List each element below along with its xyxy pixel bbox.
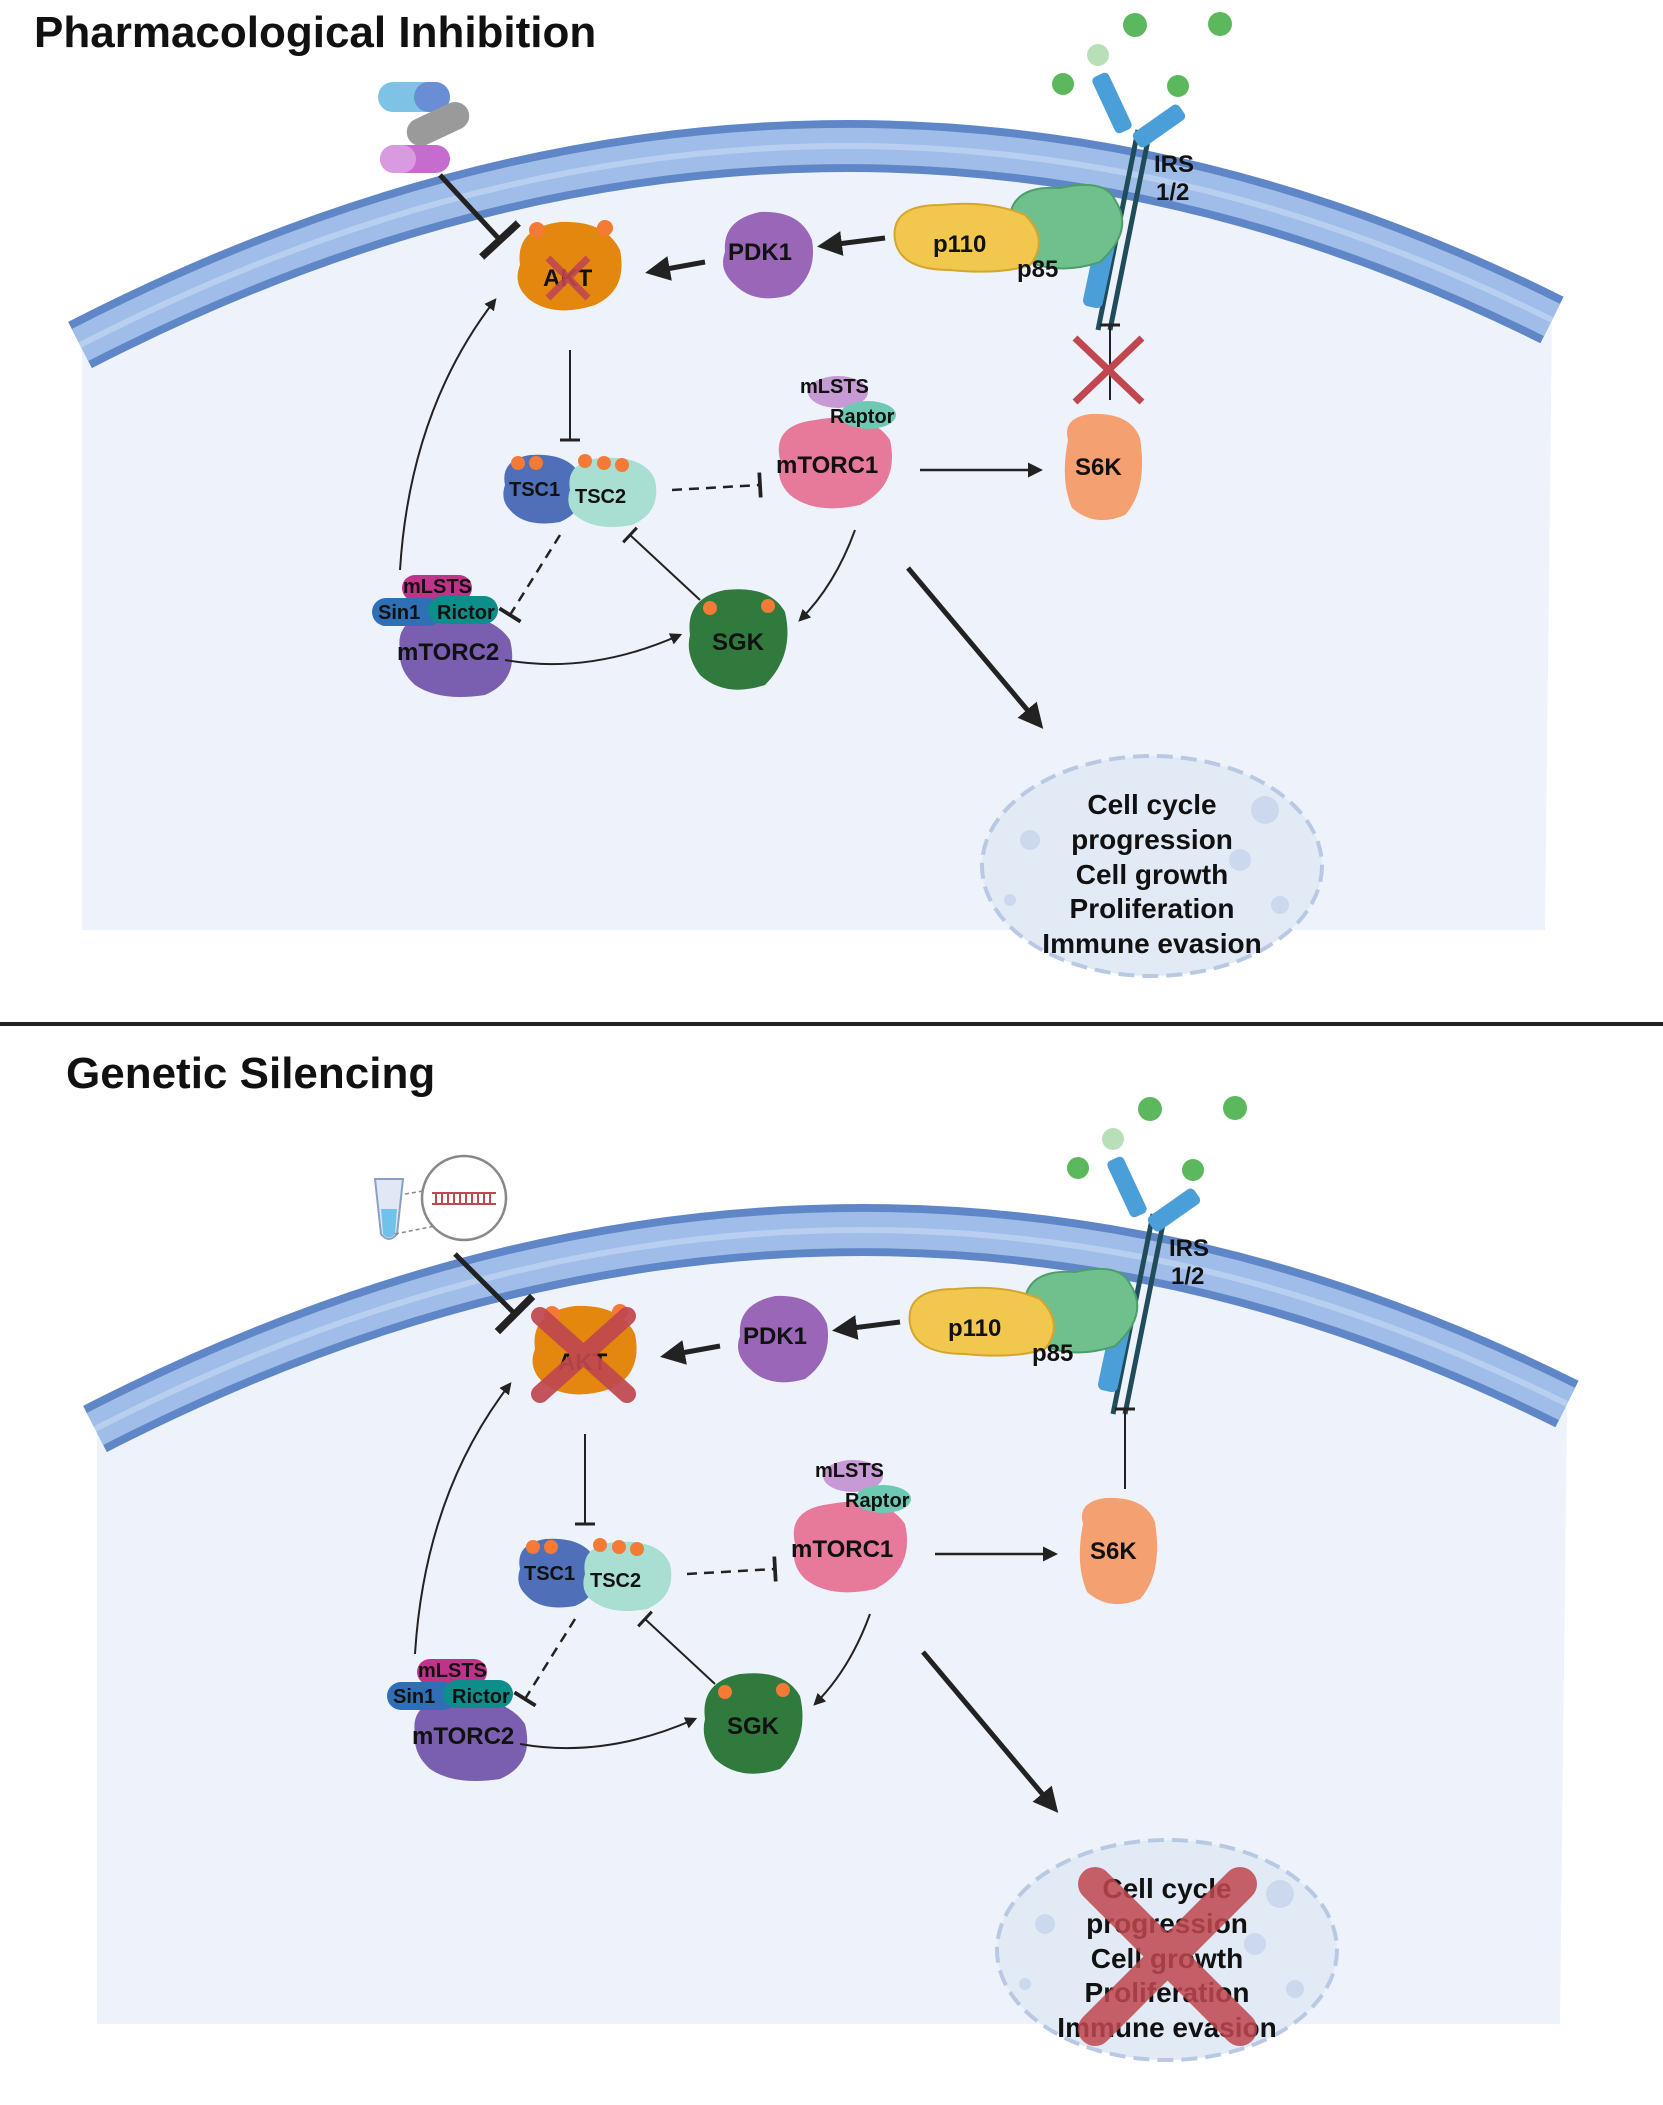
rictor-label: Rictor: [437, 602, 495, 624]
s6k-label: S6K: [1090, 1538, 1137, 1565]
irs-number-label: 1/2: [1171, 1263, 1204, 1290]
tsc1-label: TSC1: [524, 1563, 575, 1585]
irs-number-label: 1/2: [1156, 179, 1189, 206]
p85-label: p85: [1017, 256, 1058, 283]
tsc2-label: TSC2: [575, 486, 626, 508]
outcome-line: progression: [1071, 824, 1233, 855]
outcome-line: Cell growth: [1076, 859, 1228, 890]
mtorc1-complex: mLSTS Raptor mTORC1: [776, 376, 896, 509]
nucleus: [980, 754, 1324, 978]
outcome-list: Cell cycle progression Cell growth Proli…: [1042, 789, 1261, 959]
sgk-protein: SGK: [703, 1673, 803, 1774]
pdk1-label: PDK1: [728, 239, 792, 266]
sirna-tube-icon: [373, 1154, 508, 1242]
outcome-line: Immune evasion: [1042, 928, 1261, 959]
sgk-protein: SGK: [688, 589, 788, 690]
panel-title: Pharmacological Inhibition: [34, 8, 596, 57]
outcome-line: Proliferation: [1070, 893, 1235, 924]
mtorc2-complex: mLSTS Sin1 Rictor mTORC2: [372, 575, 513, 698]
mlst8-c2-label: mLSTS: [403, 576, 472, 598]
outcome-line: Cell cycle: [1087, 789, 1216, 820]
mtorc2-label: mTORC2: [412, 1723, 514, 1750]
mlst8-label: mLSTS: [815, 1460, 884, 1482]
mtorc1-label: mTORC1: [776, 452, 878, 479]
irs-label: IRS: [1154, 151, 1194, 178]
pdk1-protein: PDK1: [722, 211, 814, 299]
sgk-label: SGK: [727, 1713, 780, 1740]
s6k-protein: S6K: [1064, 413, 1143, 521]
feedback-blocked-cross-icon: [1072, 335, 1145, 405]
outcome-blocked-cross-icon: [1078, 1867, 1257, 2046]
sgk-label: SGK: [712, 629, 765, 656]
mtorc2-complex: mLSTS Sin1 Rictor mTORC2: [387, 1659, 528, 1782]
tsc-complex: TSC1 TSC2: [518, 1538, 672, 1612]
pi3k-complex: p110 p85: [908, 1267, 1139, 1367]
akt-inhibited-cross-icon: [545, 255, 591, 301]
inhibition-line: [438, 173, 521, 260]
p110-label: p110: [933, 231, 986, 258]
akt-protein: AKT: [531, 1304, 637, 1403]
panel-title: Genetic Silencing: [66, 1049, 435, 1098]
mlst8-label: mLSTS: [800, 376, 869, 398]
akt-protein: AKT: [517, 220, 622, 311]
pdk1-protein: PDK1: [737, 1295, 829, 1383]
s6k-label: S6K: [1075, 454, 1122, 481]
tsc2-label: TSC2: [590, 1570, 641, 1592]
sin1-label: Sin1: [393, 1686, 435, 1708]
tsc-complex: TSC1 TSC2: [503, 454, 657, 528]
panel-genetic-silencing: Genetic Silencing: [66, 1049, 1579, 2062]
cytoplasm: [82, 157, 1552, 930]
pdk1-label: PDK1: [743, 1323, 807, 1350]
pi3k-complex: p110 p85: [893, 183, 1124, 283]
sin1-label: Sin1: [378, 602, 420, 624]
s6k-protein: S6K: [1079, 1497, 1158, 1605]
panel-pharmacological: Pharmacological Inhibition IRS 1/2: [34, 8, 1564, 978]
drug-pills-icon: [378, 82, 470, 173]
p85-label: p85: [1032, 1340, 1073, 1367]
raptor-label: Raptor: [845, 1490, 910, 1512]
sirna-icon: [432, 1192, 496, 1205]
rictor-label: Rictor: [452, 1686, 510, 1708]
mtorc2-label: mTORC2: [397, 639, 499, 666]
mlst8-c2-label: mLSTS: [418, 1660, 487, 1682]
ligand-icons: [1052, 12, 1232, 97]
p110-label: p110: [948, 1315, 1001, 1342]
irs-label: IRS: [1169, 1235, 1209, 1262]
tsc1-label: TSC1: [509, 479, 560, 501]
mtorc1-complex: mLSTS Raptor mTORC1: [791, 1460, 911, 1593]
akt-silenced-cross-icon: [531, 1307, 636, 1403]
raptor-label: Raptor: [830, 406, 895, 428]
mtorc1-label: mTORC1: [791, 1536, 893, 1563]
receptor-irs: IRS 1/2: [1098, 1156, 1209, 1415]
